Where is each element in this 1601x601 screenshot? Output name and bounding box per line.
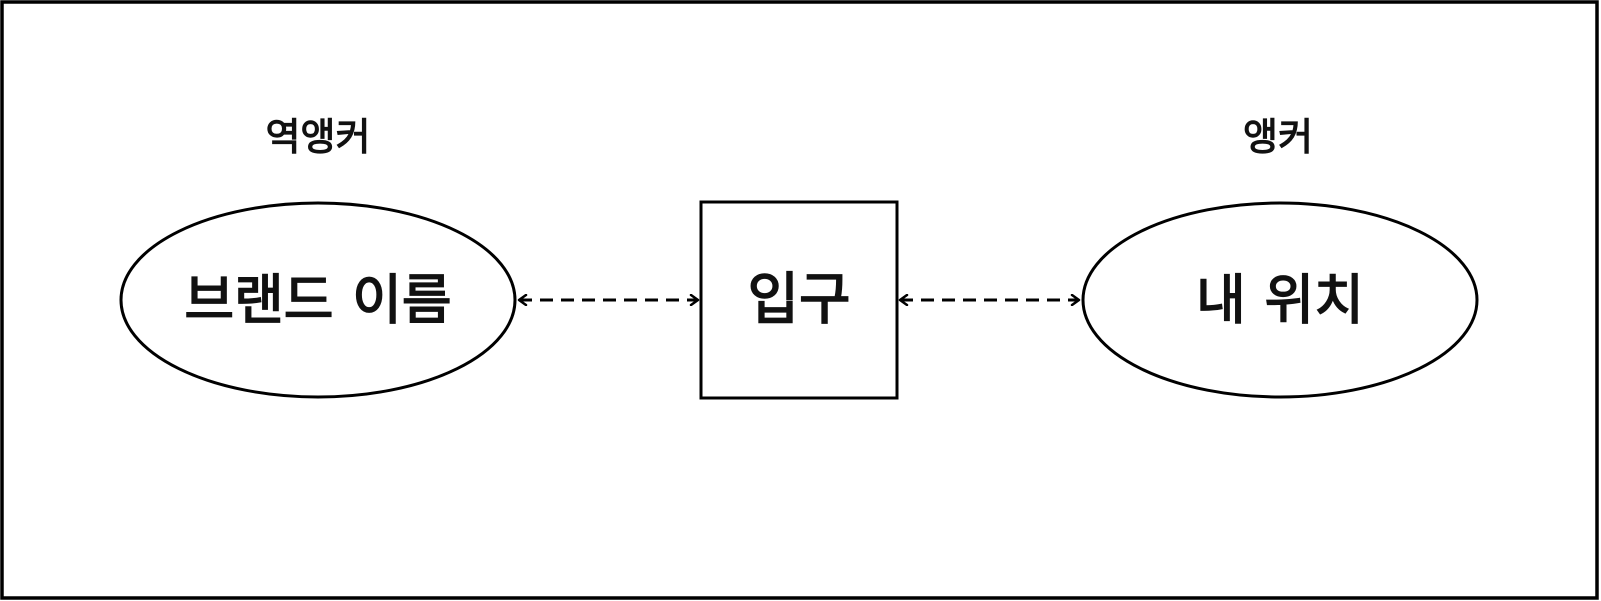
left-caption: 역앵커 bbox=[266, 115, 371, 159]
right-node-label: 내 위치 bbox=[1196, 269, 1364, 332]
right-caption: 앵커 bbox=[1243, 115, 1313, 159]
left-node-label: 브랜드 이름 bbox=[184, 269, 451, 332]
right-node: 내 위치 bbox=[1081, 201, 1479, 399]
left-node-ellipse bbox=[119, 201, 517, 399]
center-node: 입구 bbox=[699, 200, 899, 400]
center-node-box bbox=[699, 200, 899, 400]
left-node: 브랜드 이름 bbox=[119, 201, 517, 399]
center-node-label: 입구 bbox=[747, 268, 850, 333]
right-node-ellipse bbox=[1081, 201, 1479, 399]
